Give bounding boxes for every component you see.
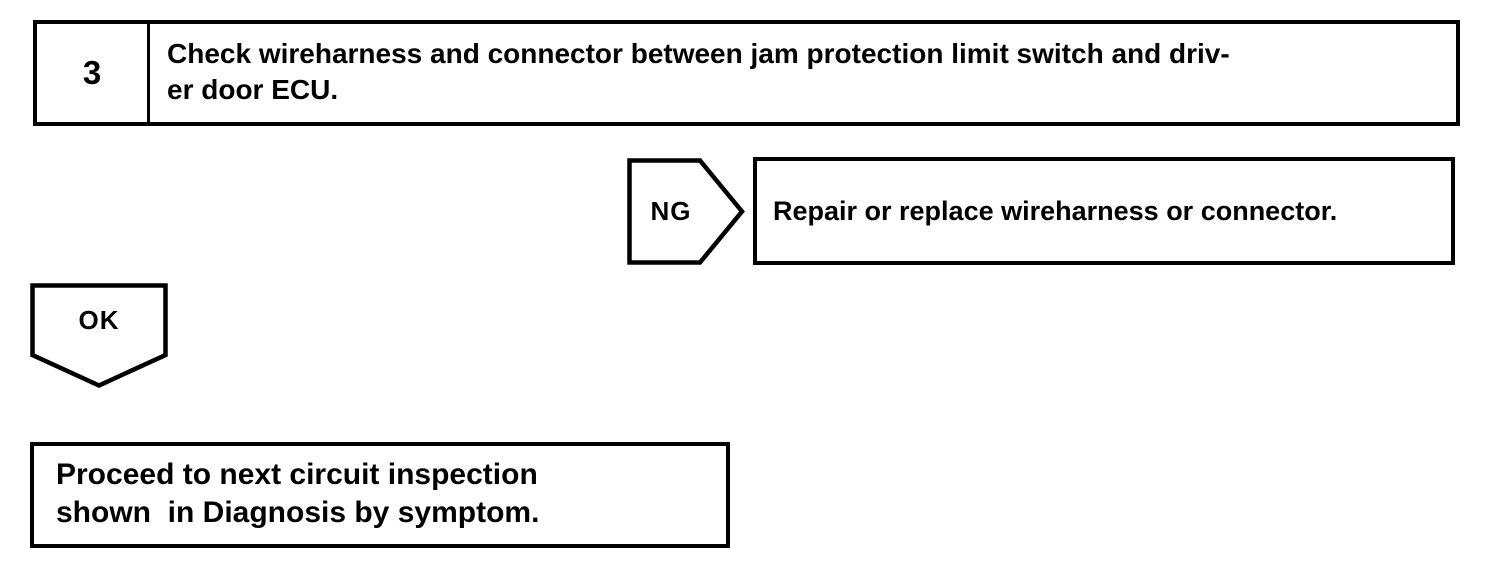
ng-action-text: Repair or replace wireharness or connect… (773, 195, 1338, 226)
ng-pentagon-icon (627, 158, 745, 265)
ng-action-box: Repair or replace wireharness or connect… (753, 157, 1455, 265)
ok-pentagon-icon (30, 283, 168, 388)
step-number: 3 (37, 24, 150, 122)
ok-connector: OK (30, 283, 168, 388)
step-box: 3 Check wireharness and connector betwee… (33, 20, 1460, 126)
ng-connector: NG (627, 158, 745, 265)
ok-label: OK (78, 304, 120, 335)
ok-action-box: Proceed to next circuit inspection shown… (30, 442, 730, 548)
step-instruction: Check wireharness and connector between … (167, 38, 1230, 105)
ng-label: NG (650, 196, 692, 226)
